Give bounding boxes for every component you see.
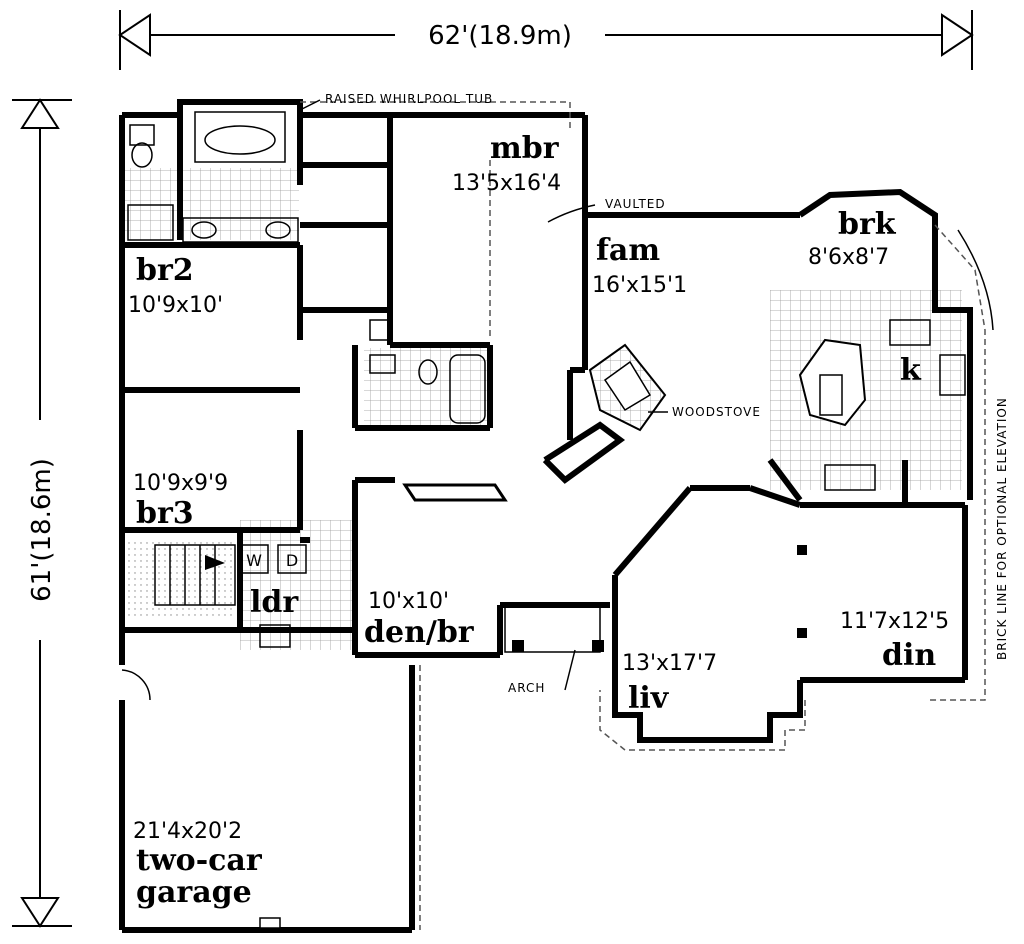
depth-dimension: 61'(18.6m) [12, 98, 72, 928]
laundry-fixtures: W D [239, 544, 307, 648]
interior-walls [122, 115, 908, 655]
room-name-liv: liv [628, 681, 670, 716]
room-name-br3: br3 [136, 496, 194, 531]
note-arch: ARCH [508, 681, 545, 695]
master-bath-fixtures [127, 111, 299, 243]
room-name-laundry: ldr [250, 585, 299, 620]
arch-columns [504, 545, 807, 653]
room-size-din: 11'7x12'5 [840, 609, 949, 634]
room-size-fam: 16'x15'1 [592, 273, 687, 298]
washer-label: W [246, 551, 262, 570]
garage-door [121, 669, 281, 929]
note-vaulted: VAULTED [605, 197, 666, 211]
room-size-brk: 8'6x8'7 [808, 245, 889, 270]
dryer-label: D [286, 551, 298, 570]
kitchen-fixtures [798, 319, 966, 491]
width-dimension: 62'(18.9m) [118, 10, 974, 70]
room-size-br3: 10'9x9'9 [133, 471, 228, 496]
room-name-kitchen: k [900, 353, 922, 388]
hall-bath-fixtures [369, 319, 486, 424]
note-whirlpool-tub: RAISED WHIRLPOOL TUB [325, 92, 493, 106]
room-name-mbr: mbr [490, 131, 560, 166]
tiled-floors [124, 168, 962, 650]
room-size-garage: 21'4x20'2 [133, 819, 242, 844]
room-name-br2: br2 [136, 253, 194, 288]
room-name-fam: fam [596, 233, 660, 268]
room-name-garage-line1: two-car [136, 843, 263, 878]
annotation-leaders [299, 99, 994, 691]
note-woodstove: WOODSTOVE [672, 405, 761, 419]
exterior-walls [119, 99, 973, 933]
room-size-den: 10'x10' [368, 589, 449, 614]
room-name-den: den/br [364, 615, 475, 650]
room-size-liv: 13'x17'7 [622, 651, 717, 676]
brick-line [300, 101, 986, 930]
room-name-brk: brk [838, 207, 897, 242]
room-name-din: din [882, 638, 936, 673]
den-closet [402, 483, 508, 502]
woodstove-hearth [588, 343, 667, 432]
room-size-br2: 10'9x10' [128, 293, 223, 318]
room-name-garage-line2: garage [136, 875, 252, 910]
width-dimension-label: 62'(18.9m) [428, 21, 572, 51]
stairs [154, 544, 236, 606]
depth-dimension-label: 61'(18.6m) [27, 458, 57, 602]
room-size-mbr: 13'5x16'4 [452, 171, 561, 196]
note-brickline: BRICK LINE FOR OPTIONAL ELEVATION [995, 397, 1009, 660]
